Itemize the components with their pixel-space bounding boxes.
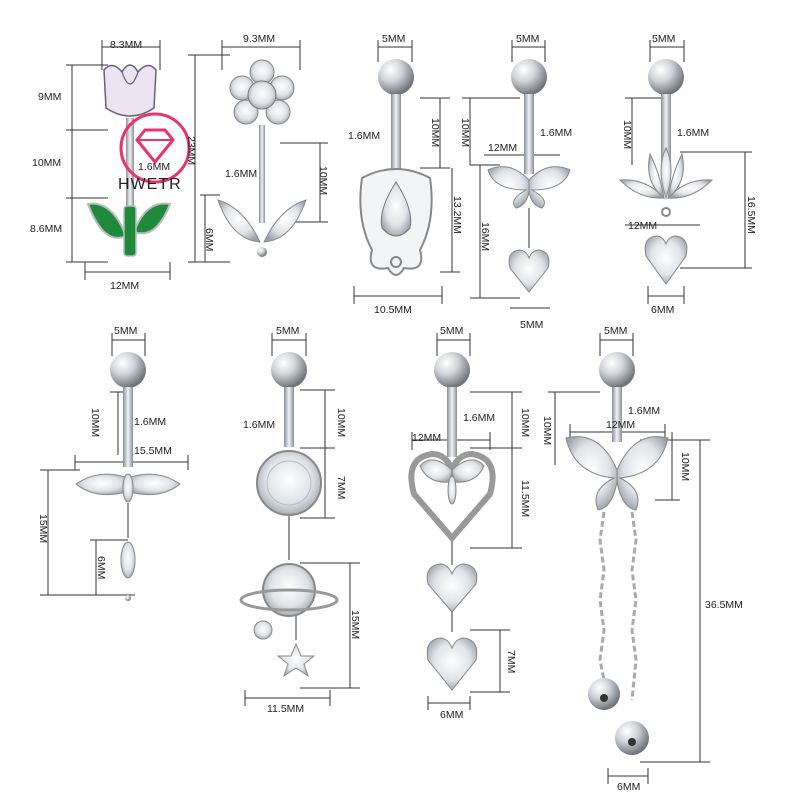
- brand-name: HWETR: [118, 176, 182, 193]
- tulip-stem-label: 10MM: [32, 157, 62, 169]
- butterfly-heart-wing-label: 12MM: [488, 142, 518, 154]
- flower-piercing: [217, 59, 307, 257]
- wings-length-label: 10MM: [89, 408, 101, 438]
- flower-drop-label: 6MM: [203, 228, 215, 252]
- teardrop-bar-label: 1.6MM: [348, 130, 381, 142]
- heart-butterfly-ball-label: 5MM: [440, 325, 464, 337]
- tulip-width-top-label: 8.3MM: [110, 39, 143, 51]
- wings-ball-label: 5MM: [114, 325, 138, 337]
- flower-stem-label: 10MM: [317, 166, 329, 196]
- wings-drop-label: 15MM: [37, 514, 49, 544]
- tulip-leaf-label: 8.6MM: [30, 223, 63, 235]
- heart-butterfly-frame-label: 11.5MM: [519, 480, 531, 518]
- lotus-height-label: 16.5MM: [745, 196, 757, 234]
- angel-wings-piercing: [75, 352, 181, 601]
- lotus-bar-label: 1.6MM: [677, 127, 710, 139]
- flower-width-top-label: 9.3MM: [243, 33, 276, 45]
- round-star-ball-label: 5MM: [276, 325, 300, 337]
- tulip-bar-label: 1.6MM: [138, 161, 171, 173]
- lotus-length-label: 10MM: [621, 120, 633, 150]
- lotus-ball-label: 5MM: [652, 33, 676, 45]
- butterfly-heart-heart-label: 5MM: [520, 319, 544, 331]
- heart-butterfly-bar-label: 1.6MM: [463, 412, 496, 424]
- bells-bell-label: 6MM: [617, 781, 641, 793]
- heart-butterfly-length-label: 10MM: [519, 408, 531, 438]
- lotus-heart-label: 6MM: [651, 304, 675, 316]
- flower-total-label: 23MM: [185, 136, 197, 166]
- bells-butterfly-label: 10MM: [679, 452, 691, 482]
- heart-butterfly-width-label: 12MM: [412, 432, 442, 444]
- lotus-heart-piercing: [618, 59, 714, 285]
- wings-width-label: 15.5MM: [134, 445, 172, 457]
- bells-ball-label: 5MM: [604, 325, 628, 337]
- round-star-length-label: 10MM: [335, 408, 347, 438]
- round-star-bar-label: 1.6MM: [243, 419, 276, 431]
- lotus-width-label: 12MM: [628, 220, 658, 232]
- tulip-piercing: [86, 64, 172, 257]
- teardrop-length-label: 10MM: [429, 118, 441, 148]
- bells-total-label: 36.5MM: [705, 599, 743, 611]
- butterfly-heart-drop-label: 16MM: [479, 222, 491, 252]
- tulip-head-label: 9MM: [38, 91, 62, 103]
- heart-butterfly-piercing: [408, 352, 496, 691]
- bells-length-label: 10MM: [541, 416, 553, 446]
- tulip-width-bottom-label: 12MM: [110, 280, 140, 292]
- butterfly-heart-piercing: [487, 59, 571, 293]
- bells-bar-label: 1.6MM: [628, 405, 661, 417]
- butterfly-heart-bar-label: 1.6MM: [540, 127, 573, 139]
- butterfly-bells-piercing: [565, 352, 669, 755]
- round-star-gem-label: 7MM: [335, 476, 347, 500]
- dimension-lines: [40, 40, 752, 784]
- wings-bar-label: 1.6MM: [134, 416, 167, 428]
- butterfly-heart-ball-label: 5MM: [516, 33, 540, 45]
- round-star-piercing: [239, 352, 339, 678]
- brand-logo-icon: [119, 112, 191, 184]
- flower-bar-label: 1.6MM: [225, 168, 258, 180]
- round-star-drop-label: 15MM: [349, 610, 361, 640]
- heart-butterfly-heart-width-label: 6MM: [440, 709, 464, 721]
- wings-marquise-label: 6MM: [95, 556, 107, 580]
- teardrop-width-label: 10.5MM: [374, 304, 412, 316]
- round-star-width-label: 11.5MM: [267, 703, 305, 715]
- teardrop-height-label: 13.2MM: [451, 196, 463, 234]
- teardrop-piercing: [359, 59, 433, 276]
- butterfly-heart-length-label: 10MM: [459, 118, 471, 148]
- teardrop-ball-label: 5MM: [382, 33, 406, 45]
- heart-butterfly-heart-label: 7MM: [505, 650, 517, 674]
- bells-width-label: 12MM: [606, 419, 636, 431]
